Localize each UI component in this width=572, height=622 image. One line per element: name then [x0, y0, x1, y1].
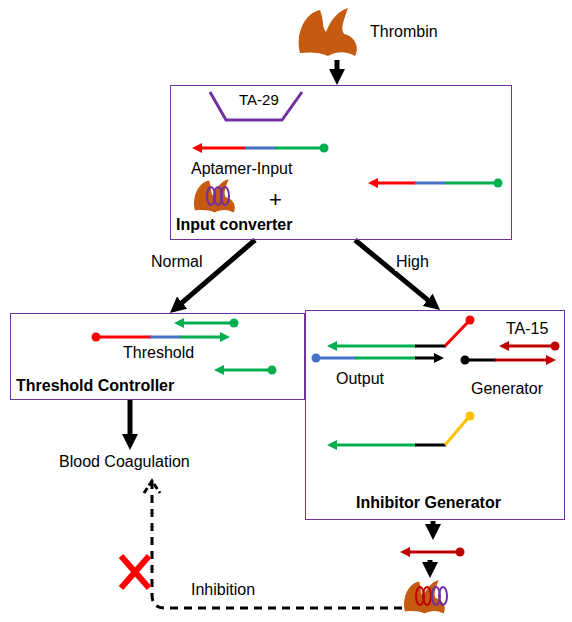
flow-arrow: [179, 240, 255, 305]
node-label: TA-15: [506, 319, 548, 338]
aptamer-input-strand: [196, 144, 329, 153]
inhibition-arrowhead: [144, 481, 160, 493]
input-strand: [372, 179, 503, 188]
edge-label: High: [395, 252, 430, 271]
protein-node: Thrombin: [296, 4, 456, 60]
output-strand-2: [331, 412, 475, 446]
node-label: Blood Coagulation: [59, 452, 190, 471]
node-label: +: [269, 187, 282, 213]
binding-arrow: [428, 560, 433, 566]
process-box: TA-15OutputGeneratorInhibitor Generator: [305, 310, 565, 520]
block-cross: [121, 556, 149, 588]
node-label: Output: [336, 369, 384, 388]
generator-strands: [461, 342, 560, 365]
flow-arrow: [355, 240, 431, 302]
thrombin-aptamer-complex: [194, 179, 235, 213]
node-label: Threshold: [123, 343, 194, 362]
flow-arrow: [128, 400, 133, 438]
node-label: TA-29: [239, 91, 279, 109]
ta29-aptamer: [210, 92, 302, 120]
outcome-node: Blood Coagulation: [55, 450, 215, 475]
annotation-label: Inhibition: [190, 580, 256, 599]
inhibited-thrombin: [404, 580, 447, 614]
node-label: Generator: [471, 379, 543, 398]
node-label: Thrombin: [370, 22, 438, 41]
ta15-inhibitor: [404, 548, 465, 557]
release-arrow: [431, 521, 436, 528]
box-title: Inhibitor Generator: [356, 493, 501, 512]
process-box: TA-29Aptamer-Input + Input converter: [170, 85, 512, 240]
edge-label: Normal: [150, 252, 204, 271]
thrombin-icon: [299, 8, 357, 56]
process-box: ThresholdThreshold Controller: [10, 313, 305, 400]
threshold-strands: [92, 319, 277, 375]
box-title: Input converter: [176, 215, 292, 234]
node-label: Aptamer-Input: [191, 159, 292, 178]
flow-arrow: [335, 60, 340, 73]
box-title: Threshold Controller: [16, 376, 174, 395]
output-strands: [312, 316, 475, 363]
